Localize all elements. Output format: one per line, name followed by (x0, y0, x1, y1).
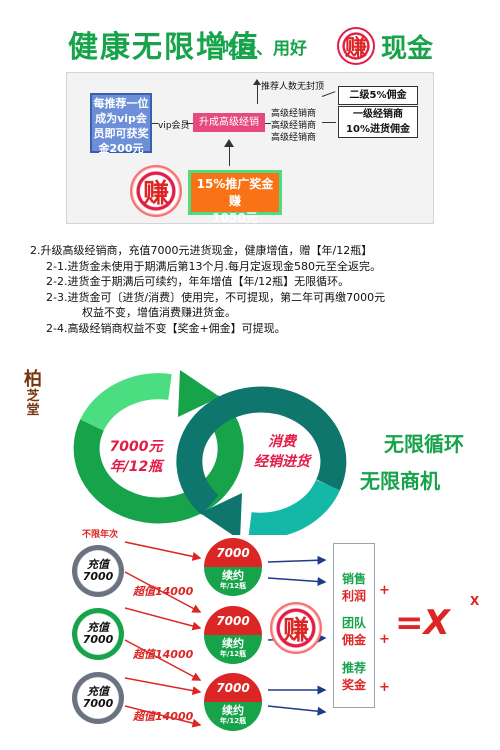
arrow-up-icon (253, 79, 261, 85)
earning-item: 奖金 (341, 678, 366, 692)
senior-dealer-label: 高级经销商 (271, 133, 317, 143)
cycle-loop-right (248, 479, 340, 535)
plus-sign: + (379, 632, 390, 647)
level1-commission-box: 一级经销商 10%进货佣金 (338, 106, 418, 138)
earning-item: 团队 (341, 616, 366, 630)
cycle-left-label: 7000元 年/12瓶 (96, 437, 176, 477)
arrow-right-icon (178, 370, 220, 417)
earning-item: 佣金 (341, 633, 366, 647)
renewal-note: 年/12瓶 (219, 650, 247, 658)
cycle-right-label: 消费 经销进货 (232, 432, 332, 472)
earnings-column: 销售 利润 团队 佣金 推荐 奖金 (333, 543, 375, 708)
recharge-text: 充值 (87, 558, 109, 571)
arrow-icon (124, 705, 202, 728)
renewal-note: 年/12瓶 (219, 717, 247, 725)
plus-sign: + (379, 680, 390, 695)
recharge-circle: 充值 7000 (72, 545, 124, 597)
brand-char: 柏 (24, 369, 42, 390)
renewal-text: 续约 (222, 704, 244, 717)
page-title-end: 现金 (381, 34, 434, 64)
brand-logo: 柏 芝 堂 (10, 370, 56, 426)
level1-line: 10%进货佣金 (346, 124, 410, 135)
arrow-icon (267, 705, 327, 716)
senior-dealer-label: 高级经销商 (271, 109, 317, 119)
rule-item: 2-3.进货金可〔进货/消费〕使用完，不可提现，第二年可再缴7000元 (46, 290, 386, 304)
rule-item: 2-1.进货金未使用于期满后第13个月.每月定返现金580元至全返完。 (46, 259, 381, 273)
zhuan-seal: 赚 (130, 165, 182, 217)
connector-line (322, 122, 336, 123)
arrow-up-icon (224, 139, 234, 147)
connector-line (265, 123, 271, 124)
rules-list: 2.升级高级经销商，充值7000元进货现金，健康增值，赠【年/12瓶】 2-1.… (30, 243, 490, 336)
recharge-amount: 7000 (82, 697, 114, 710)
brand-char: 堂 (26, 403, 40, 418)
arrow-icon (124, 677, 202, 696)
vip-reward-line: 每推荐一位 (93, 97, 149, 110)
infinite-cycle-text: 无限循环 (384, 432, 464, 456)
cycle-loop-right (176, 386, 347, 515)
arrow-icon (124, 607, 202, 631)
zhuan-seal: 赚 (270, 602, 322, 654)
arrow-icon (124, 571, 202, 613)
renewal-text: 续约 (222, 637, 244, 650)
recharge-circle: 充值 7000 (72, 608, 124, 660)
arrow-icon (124, 639, 202, 681)
senior-dealer-label: 高级经销商 (271, 121, 317, 131)
recommend-unlimited-label: 推荐人数无封顶 (261, 82, 325, 92)
arrow-icon (267, 555, 327, 565)
plus-sign: + (379, 583, 390, 598)
flow-arrows (124, 541, 327, 728)
cycle-right-line: 经销进货 (254, 454, 310, 470)
cycle-left-line: 年/12瓶 (109, 459, 163, 475)
cycle-loop-left (80, 373, 172, 432)
connector-line (257, 82, 258, 104)
exponent-x: X (470, 594, 480, 608)
vip-reward-box: 每推荐一位 成为vip会 员即可获奖 金200元 (90, 93, 152, 155)
cycle-graphic (73, 370, 347, 535)
no-limit-label: 不限年次 (82, 530, 119, 540)
arrow-icon (267, 576, 327, 586)
recharge-text: 充值 (87, 621, 109, 634)
earning-item: 推荐 (341, 661, 366, 675)
renewal-text: 续约 (222, 569, 244, 582)
rule-item: 2.升级高级经销商，充值7000元进货现金，健康增值，赠【年/12瓶】 (30, 244, 373, 257)
page-subtitle: 吃好、用好 (222, 39, 307, 59)
upgrade-senior-box: 升成高级经销 (193, 113, 265, 132)
equals-x: =X (395, 603, 450, 643)
vip-reward-line: 成为vip会 (95, 112, 147, 125)
page-title: 健康无限增值 (68, 30, 260, 65)
infinite-opportunity-text: 无限商机 (360, 469, 440, 493)
brand-char: 芝 (26, 389, 40, 404)
recharge-amount: 7000 (82, 633, 114, 646)
cycle-right-line: 消费 (268, 434, 296, 450)
bonus-line: 15%推广奖金赚 (196, 177, 274, 208)
recharge-amount: 7000 (82, 570, 114, 583)
recharge-text: 充值 (87, 685, 109, 698)
recharge-circle: 充值 7000 (72, 672, 124, 724)
vip-reward-line: 金200元 (98, 142, 144, 155)
earning-item: 销售 (341, 572, 366, 586)
level2-commission-box: 二级5%佣金 (338, 86, 418, 105)
vip-reward-line: 员即可获奖 (93, 127, 149, 140)
rule-item: 权益不变，增值消费赚进货金。 (82, 306, 236, 319)
arrow-left-icon (200, 493, 242, 535)
bonus-line: 1050元 (212, 211, 258, 225)
zhuan-badge: 赚 (337, 27, 375, 65)
connector-line (229, 144, 230, 166)
rule-item: 2-4.高级经销商权益不变【奖金+佣金】可提现。 (46, 321, 286, 335)
cycle-left-line: 7000元 (109, 439, 163, 455)
cycle-loop-left (73, 395, 244, 524)
over-value-label: 超值14000 (133, 648, 194, 661)
vip-member-label: vip会员 (158, 121, 190, 131)
promotion-bonus-box: 15%推广奖金赚 1050元 (188, 170, 282, 225)
rule-item: 2-2.进货金于期满后可续约，年年增值【年/12瓶】无限循环。 (46, 275, 350, 288)
renewal-note: 年/12瓶 (219, 582, 247, 590)
connector-line (152, 123, 158, 124)
connector-line (186, 123, 193, 124)
level1-line: 一级经销商 (353, 109, 403, 120)
arrow-icon (124, 541, 202, 561)
earning-item: 利润 (341, 589, 366, 603)
